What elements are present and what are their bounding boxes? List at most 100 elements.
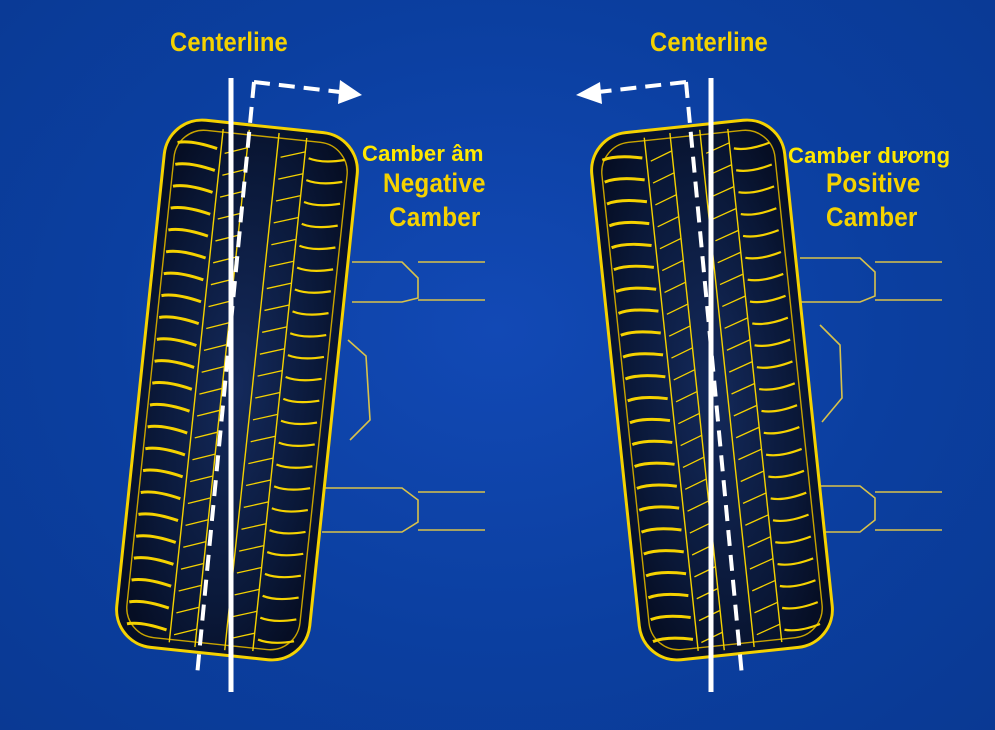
tread-block [145, 446, 186, 457]
left-tilt-direction [253, 80, 341, 94]
tread-sipe [745, 514, 769, 526]
tread-block [264, 572, 302, 579]
tread-block [608, 220, 650, 228]
tread-sipe [673, 369, 696, 381]
tread-block [615, 286, 657, 293]
tread-sipe [201, 365, 225, 373]
right-arrow-head [576, 82, 602, 104]
tread-sipe [689, 522, 712, 534]
tread-block [299, 244, 336, 251]
tread-sipe [232, 610, 258, 618]
tread-sipe [733, 404, 758, 417]
tread-block [784, 622, 821, 632]
tread-block [168, 227, 209, 238]
tread-sipe [264, 304, 290, 312]
tread-sipe [222, 169, 246, 176]
tread-block [629, 417, 671, 425]
tread-sipe [712, 207, 737, 220]
tread-block [606, 199, 648, 206]
right-tilt-direction [597, 80, 687, 94]
tread-block [151, 381, 193, 391]
tread-sipe [243, 501, 269, 508]
tread-sipe [206, 322, 230, 330]
tread-sipe [255, 391, 281, 399]
tread-block [129, 599, 170, 610]
tread-sipe [275, 194, 301, 202]
tread-sipe [696, 587, 719, 600]
tread-sipe [664, 281, 686, 294]
tread-block [289, 332, 327, 338]
tread-block [652, 636, 694, 643]
tread-sipe [224, 147, 248, 155]
tread-sipe [717, 251, 742, 264]
tread-block [133, 556, 174, 566]
tread-block [761, 404, 798, 413]
tread-block [647, 592, 689, 600]
tread-block [745, 251, 782, 260]
tread-sipe [241, 523, 267, 530]
left-tire-tread-blocks [126, 140, 345, 644]
tread-block [170, 206, 211, 216]
tread-sipe [178, 584, 202, 592]
tread-sipe [183, 540, 207, 548]
right-hub-outline [800, 257, 942, 533]
tread-sipe [215, 234, 239, 242]
tread-block [285, 375, 322, 382]
tread-block [126, 621, 168, 632]
left-tire [115, 118, 359, 662]
tread-block [262, 594, 299, 601]
tread-block [631, 439, 673, 447]
tread-block [622, 352, 664, 359]
tread-block [135, 534, 177, 544]
tread-sipe [278, 173, 304, 180]
tread-block [131, 577, 172, 588]
tread-block [174, 162, 216, 172]
tread-sipe [245, 479, 271, 487]
tread-block [156, 337, 197, 347]
tread-sipe [180, 562, 204, 570]
tread-block [781, 601, 819, 610]
left-label-en-line1: Negative [383, 168, 486, 198]
tread-block [161, 293, 202, 304]
tread-block [752, 316, 789, 326]
tread-sipe [208, 300, 232, 308]
tread-block [617, 308, 659, 315]
tread-block [259, 616, 297, 623]
tread-block [163, 271, 204, 282]
tread-block [645, 571, 687, 578]
tread-block [294, 288, 332, 294]
tread-block [740, 207, 777, 216]
left-hub-outline [322, 261, 485, 533]
tread-block [269, 529, 306, 535]
tread-sipe [687, 500, 709, 512]
tread-block [735, 163, 773, 172]
tread-block [777, 557, 814, 566]
tread-sipe [229, 632, 255, 640]
tread-block [733, 141, 770, 151]
tread-sipe [190, 475, 214, 483]
tread-block [601, 155, 643, 162]
tread-block [158, 315, 200, 326]
tread-sipe [239, 545, 265, 552]
tread-block [278, 441, 315, 447]
tread-block [301, 222, 338, 229]
left-label-vi: Camber âm [362, 141, 484, 166]
tread-sipe [268, 260, 294, 268]
tread-sipe [682, 456, 705, 469]
tread-sipe [173, 628, 197, 636]
tread-sipe [248, 457, 274, 465]
tread-sipe [266, 282, 292, 290]
tread-block [758, 382, 796, 391]
tread-block [738, 185, 775, 194]
tread-sipe [724, 317, 748, 329]
tread-sipe [684, 478, 707, 490]
tread-sipe [236, 566, 262, 574]
tread-block [266, 551, 304, 557]
tread-sipe [735, 426, 760, 439]
right-tire-tread-blocks [601, 141, 821, 644]
tread-block [627, 395, 668, 403]
tread-block [273, 485, 311, 491]
tread-sipe [719, 273, 744, 286]
tread-block [138, 512, 179, 522]
tread-sipe [661, 259, 684, 272]
